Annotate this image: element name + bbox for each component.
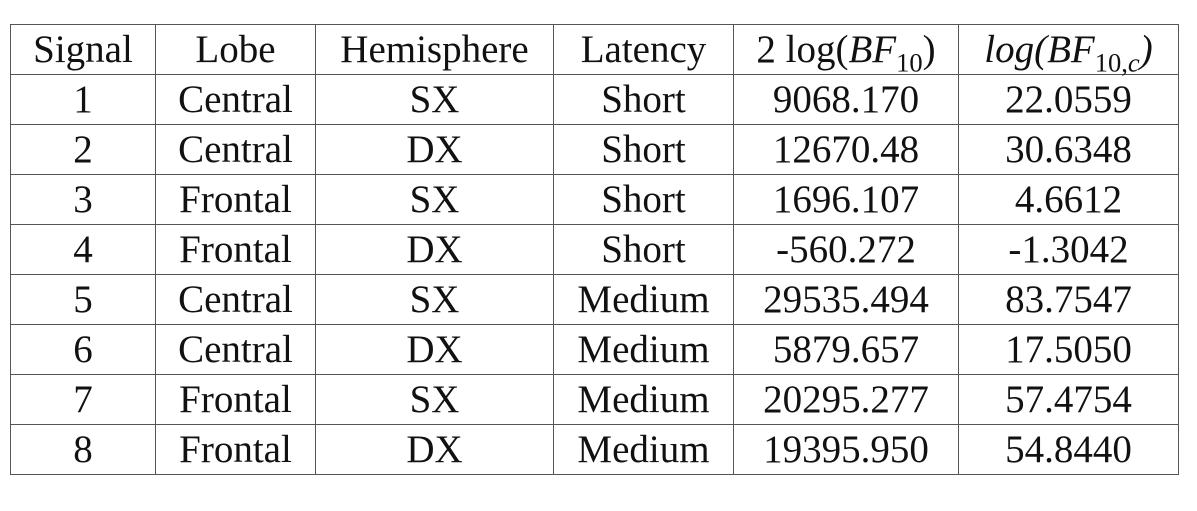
cell-latency: Medium — [553, 424, 734, 475]
bfc-suffix: ) — [1139, 28, 1153, 71]
cell-bayes-factor: 19395.950 — [733, 424, 959, 475]
cell-bayes-factor: 5879.657 — [733, 324, 959, 375]
bfc-subscript-c: c — [1127, 47, 1140, 78]
bfc-prefix: log( — [984, 28, 1048, 71]
cell-bayes-factor-corrected: 54.8440 — [958, 424, 1179, 475]
cell-bayes-factor-corrected: 57.4754 — [958, 374, 1179, 425]
cell-hemisphere: DX — [315, 424, 554, 475]
cell-bayes-factor: -560.272 — [733, 224, 959, 275]
cell-hemisphere: DX — [315, 224, 554, 275]
cell-bayes-factor-corrected: -1.3042 — [958, 224, 1179, 275]
table-row: 4 Frontal DX Short -560.272 -1.3042 — [10, 224, 1179, 275]
cell-bayes-factor-corrected: 30.6348 — [958, 124, 1179, 175]
cell-signal: 6 — [10, 324, 156, 375]
header-bayes-factor: 2 log(BF10) — [733, 24, 959, 78]
cell-bayes-factor: 9068.170 — [733, 74, 959, 125]
cell-signal: 8 — [10, 424, 156, 475]
header-bayes-factor-corrected: log(BF10,c) — [958, 24, 1179, 78]
cell-lobe: Frontal — [155, 224, 316, 275]
cell-signal: 7 — [10, 374, 156, 425]
cell-bayes-factor: 29535.494 — [733, 274, 959, 325]
bf-suffix: ) — [922, 28, 936, 71]
results-table-container: Signal Lobe Hemisphere Latency 2 log(BF1… — [10, 24, 1179, 475]
cell-bayes-factor-corrected: 4.6612 — [958, 174, 1179, 225]
cell-lobe: Central — [155, 324, 316, 375]
cell-bayes-factor-corrected: 83.7547 — [958, 274, 1179, 325]
cell-bayes-factor: 20295.277 — [733, 374, 959, 425]
cell-latency: Medium — [553, 274, 734, 325]
cell-hemisphere: SX — [315, 174, 554, 225]
cell-signal: 5 — [10, 274, 156, 325]
cell-lobe: Central — [155, 124, 316, 175]
cell-hemisphere: DX — [315, 124, 554, 175]
cell-bayes-factor-corrected: 22.0559 — [958, 74, 1179, 125]
table-row: 5 Central SX Medium 29535.494 83.7547 — [10, 274, 1179, 325]
cell-latency: Medium — [553, 324, 734, 375]
bfc-subscript-number: 10, — [1094, 47, 1128, 78]
table-row: 1 Central SX Short 9068.170 22.0559 — [10, 74, 1179, 125]
table-row: 2 Central DX Short 12670.48 30.6348 — [10, 124, 1179, 175]
header-signal: Signal — [10, 24, 156, 75]
table-row: 3 Frontal SX Short 1696.107 4.6612 — [10, 174, 1179, 225]
bf-prefix: 2 log( — [756, 28, 849, 71]
cell-lobe: Central — [155, 74, 316, 125]
bfc-variable: BF — [1047, 28, 1095, 71]
cell-hemisphere: DX — [315, 324, 554, 375]
cell-latency: Short — [553, 174, 734, 225]
cell-signal: 3 — [10, 174, 156, 225]
header-row: Signal Lobe Hemisphere Latency 2 log(BF1… — [10, 24, 1179, 78]
cell-signal: 4 — [10, 224, 156, 275]
cell-hemisphere: SX — [315, 374, 554, 425]
cell-latency: Medium — [553, 374, 734, 425]
cell-latency: Short — [553, 124, 734, 175]
header-hemisphere: Hemisphere — [315, 24, 554, 75]
cell-latency: Short — [553, 224, 734, 275]
cell-lobe: Central — [155, 274, 316, 325]
cell-lobe: Frontal — [155, 174, 316, 225]
cell-lobe: Frontal — [155, 424, 316, 475]
cell-signal: 2 — [10, 124, 156, 175]
cell-hemisphere: SX — [315, 74, 554, 125]
cell-lobe: Frontal — [155, 374, 316, 425]
cell-signal: 1 — [10, 74, 156, 125]
cell-hemisphere: SX — [315, 274, 554, 325]
bf-subscript: 10 — [896, 47, 923, 78]
table-row: 7 Frontal SX Medium 20295.277 57.4754 — [10, 374, 1179, 425]
cell-bayes-factor: 12670.48 — [733, 124, 959, 175]
results-table: Signal Lobe Hemisphere Latency 2 log(BF1… — [10, 24, 1179, 475]
header-latency: Latency — [553, 24, 734, 75]
table-row: 8 Frontal DX Medium 19395.950 54.8440 — [10, 424, 1179, 475]
cell-bayes-factor: 1696.107 — [733, 174, 959, 225]
bf-variable: BF — [848, 28, 897, 71]
cell-latency: Short — [553, 74, 734, 125]
header-lobe: Lobe — [155, 24, 316, 75]
cell-bayes-factor-corrected: 17.5050 — [958, 324, 1179, 375]
table-row: 6 Central DX Medium 5879.657 17.5050 — [10, 324, 1179, 375]
